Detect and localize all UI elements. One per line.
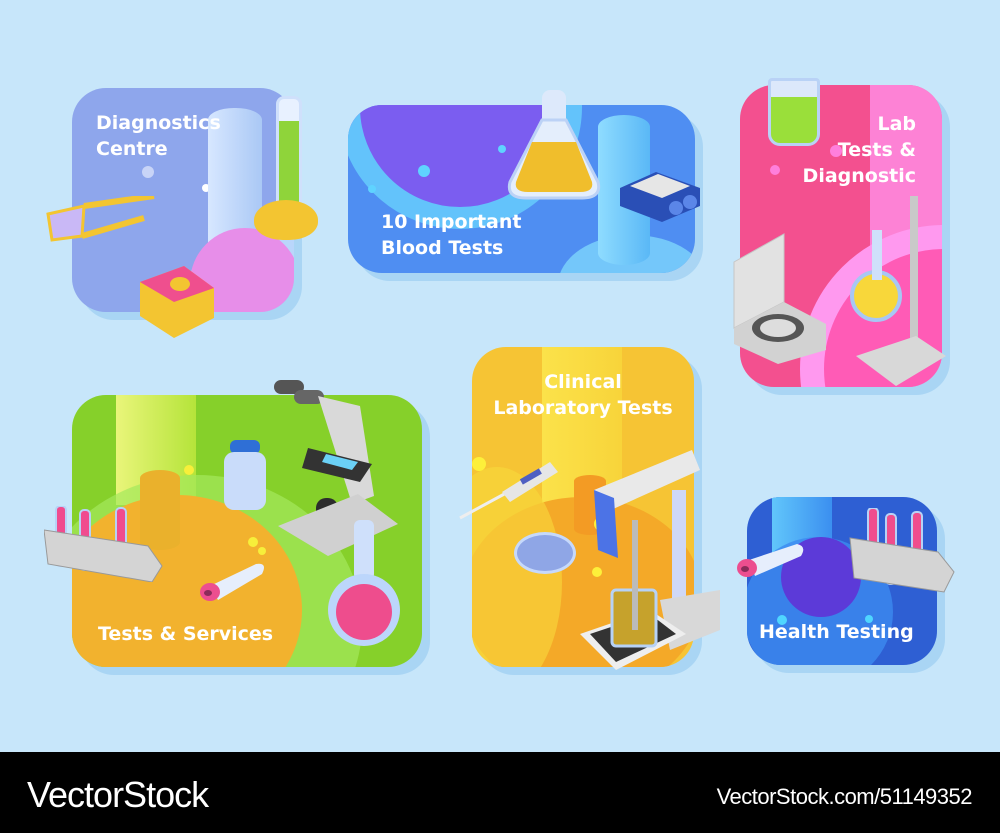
beaker-icon [768, 78, 820, 146]
test-tube-rack-icon [848, 507, 956, 604]
specimen-box-icon [134, 262, 218, 342]
homogenizer-icon [580, 450, 720, 676]
medicine-bottle-icon [222, 440, 268, 512]
cylinder-base-icon [254, 200, 318, 240]
test-tube-rack-icon [43, 505, 164, 583]
card-title: Diagnostics Centre [96, 112, 221, 160]
sample-tube-icon [196, 560, 268, 604]
erlenmeyer-flask-icon [506, 90, 602, 202]
pipette-icon [458, 452, 568, 520]
watermark-bar: VectorStock VectorStock.com/51149352 [0, 752, 1000, 833]
hot-plate-stirrer-icon [616, 168, 702, 224]
card-title: Tests & Services [98, 623, 274, 645]
card-diagnostics-centre: Diagnostics Centre [72, 88, 294, 312]
watermark-url: VectorStock.com/51149352 [716, 784, 973, 809]
card-title: 10 Important Blood Tests [381, 211, 522, 259]
round-flask-icon [326, 520, 402, 648]
card-title: Lab Tests & Diagnostic [802, 113, 916, 187]
illustration-canvas: Diagnostics Centre 10 Important Blood Te… [43, 78, 956, 676]
safety-goggles-icon [44, 193, 164, 256]
card-title: Health Testing [759, 621, 914, 643]
sample-tube-icon [735, 540, 807, 584]
watermark-brand: VectorStock [27, 774, 209, 815]
round-bottom-flask-stand-icon [836, 196, 956, 396]
microscope-icon [268, 376, 400, 576]
card-title: Clinical Laboratory Tests [493, 371, 673, 419]
petri-dish-icon [514, 532, 576, 574]
centrifuge-icon [732, 232, 828, 364]
graduated-cylinder-icon [276, 96, 302, 212]
